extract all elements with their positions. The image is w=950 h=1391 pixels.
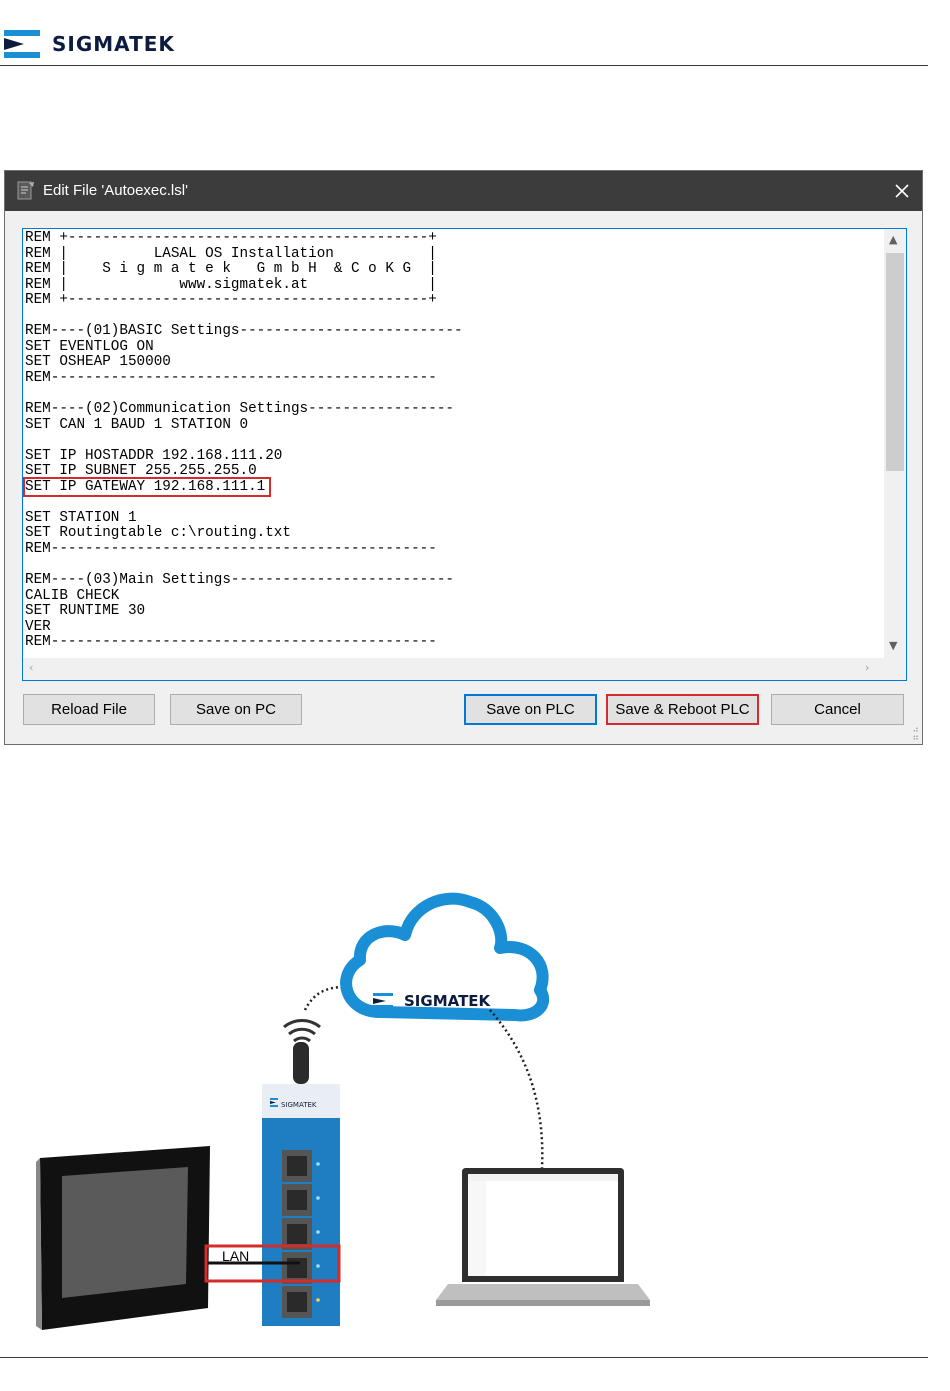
reload-file-button[interactable]: Reload File bbox=[23, 694, 155, 725]
laptop-icon bbox=[436, 1168, 650, 1306]
code-line-text: SET RUNTIME 30 bbox=[25, 603, 146, 620]
code-line[interactable]: REM----(01)BASIC Settings---------------… bbox=[25, 324, 463, 340]
code-line-text: REM-------------------------------------… bbox=[25, 540, 437, 557]
code-line-text: REM----(01)BASIC Settings---------------… bbox=[25, 323, 463, 340]
panel-pc-icon bbox=[36, 1146, 210, 1330]
laptop-link bbox=[489, 1009, 544, 1169]
scroll-left-icon[interactable]: ‹ bbox=[29, 661, 34, 674]
sigmatek-mark-icon bbox=[4, 30, 40, 58]
code-line-text: REM | S i g m a t e k G m b H & C o K G … bbox=[25, 261, 437, 278]
code-line[interactable] bbox=[25, 557, 463, 573]
close-button[interactable] bbox=[882, 171, 922, 211]
cloud-icon bbox=[340, 892, 550, 1022]
dialog-title: Edit File 'Autoexec.lsl' bbox=[43, 182, 188, 199]
code-line-text: VER bbox=[25, 618, 51, 635]
save-and-reboot-plc-button[interactable]: Save & Reboot PLC bbox=[606, 694, 759, 725]
resize-grip-icon[interactable]: ⠴⠶ bbox=[912, 724, 919, 742]
highlighted-gateway-line: SET IP GATEWAY 192.168.111.1 bbox=[23, 476, 272, 497]
code-line-text: REM----(03)Main Settings----------------… bbox=[25, 572, 454, 589]
brand-name: SIGMATEK bbox=[52, 32, 175, 56]
vertical-scrollbar[interactable]: ▲ ▼ bbox=[884, 229, 906, 659]
scroll-down-icon[interactable]: ▼ bbox=[889, 639, 898, 652]
code-line[interactable]: REM-------------------------------------… bbox=[25, 540, 463, 558]
code-line-text: SET IP HOSTADDR 192.168.111.20 bbox=[25, 447, 283, 464]
wireless-link bbox=[303, 985, 341, 1011]
code-line[interactable]: SET EVENTLOG ON bbox=[25, 338, 463, 356]
code-line[interactable]: REM +-----------------------------------… bbox=[25, 230, 463, 247]
code-line-text: REM-------------------------------------… bbox=[25, 369, 437, 386]
code-line-text: SET OSHEAP 150000 bbox=[25, 354, 171, 371]
code-line[interactable]: REM +-----------------------------------… bbox=[25, 292, 463, 309]
code-line[interactable]: SET Routingtable c:\routing.txt bbox=[25, 526, 463, 542]
code-line[interactable]: REM | S i g m a t e k G m b H & C o K G … bbox=[25, 261, 463, 278]
code-line-text: CALIB CHECK bbox=[25, 587, 120, 604]
code-line[interactable]: SET CAN 1 BAUD 1 STATION 0 bbox=[25, 416, 463, 434]
footer-divider bbox=[0, 1357, 928, 1358]
code-line[interactable]: REM | LASAL OS Installation | bbox=[25, 245, 463, 263]
code-line-text: SET EVENTLOG ON bbox=[25, 338, 154, 355]
code-line[interactable]: VER bbox=[25, 618, 463, 636]
vertical-scroll-thumb[interactable] bbox=[886, 253, 904, 471]
code-line-text: REM +-----------------------------------… bbox=[25, 292, 437, 309]
document-edit-icon bbox=[17, 181, 35, 206]
network-diagram: SIGMATEK SIGMATEK bbox=[36, 892, 650, 1330]
antenna-icon bbox=[293, 1042, 309, 1084]
lan-highlight-box bbox=[204, 1244, 341, 1283]
network-illustration: SIGMATEK SIGMATEK bbox=[0, 880, 950, 1350]
code-line-text: REM-------------------------------------… bbox=[25, 634, 437, 651]
save-on-plc-button[interactable]: Save on PLC bbox=[464, 694, 597, 725]
code-line[interactable]: SET IP SUBNET 255.255.255.0 bbox=[25, 463, 463, 480]
close-icon bbox=[895, 184, 909, 198]
code-line[interactable]: SET IP GATEWAY 192.168.111.1 bbox=[23, 476, 463, 497]
code-line-text: SET IP SUBNET 255.255.255.0 bbox=[25, 463, 257, 480]
code-line[interactable]: SET STATION 1 bbox=[25, 509, 463, 527]
scroll-up-icon[interactable]: ▲ bbox=[889, 233, 898, 246]
code-line-text: SET STATION 1 bbox=[25, 509, 137, 526]
gateway-device-icon: SIGMATEK bbox=[262, 1084, 340, 1326]
code-line[interactable]: REM----(03)Main Settings----------------… bbox=[25, 572, 463, 589]
header-divider bbox=[0, 65, 928, 66]
code-line[interactable] bbox=[25, 386, 463, 402]
cancel-button[interactable]: Cancel bbox=[771, 694, 904, 725]
code-line[interactable]: CALIB CHECK bbox=[25, 587, 463, 605]
code-line[interactable]: SET IP HOSTADDR 192.168.111.20 bbox=[25, 447, 463, 465]
file-editor-textarea[interactable]: REM +-----------------------------------… bbox=[22, 228, 907, 681]
code-line-text: SET CAN 1 BAUD 1 STATION 0 bbox=[25, 416, 249, 433]
code-line[interactable]: REM-------------------------------------… bbox=[25, 369, 463, 387]
code-line[interactable]: REM | www.sigmatek.at | bbox=[25, 276, 463, 294]
code-content[interactable]: REM +-----------------------------------… bbox=[23, 230, 463, 651]
page-header: SIGMATEK bbox=[0, 0, 950, 66]
save-on-pc-button[interactable]: Save on PC bbox=[170, 694, 302, 725]
scrollbar-corner bbox=[884, 658, 906, 680]
code-line-text: REM----(02)Communication Settings-------… bbox=[25, 401, 454, 418]
code-line[interactable] bbox=[25, 309, 463, 325]
dialog-titlebar[interactable]: Edit File 'Autoexec.lsl' bbox=[5, 171, 922, 211]
code-line-text: SET Routingtable c:\routing.txt bbox=[25, 525, 291, 542]
code-line[interactable]: SET OSHEAP 150000 bbox=[25, 355, 463, 371]
gateway-brand-label: SIGMATEK bbox=[281, 1101, 317, 1109]
code-line[interactable] bbox=[25, 433, 463, 449]
code-line[interactable]: REM----(02)Communication Settings-------… bbox=[25, 401, 463, 418]
scroll-right-icon[interactable]: › bbox=[865, 661, 870, 674]
code-line-text: REM +-----------------------------------… bbox=[25, 230, 437, 246]
code-line-text: REM | LASAL OS Installation | bbox=[25, 245, 437, 262]
code-line[interactable]: REM-------------------------------------… bbox=[25, 634, 463, 651]
edit-file-dialog: Edit File 'Autoexec.lsl' REM +----------… bbox=[4, 170, 923, 745]
horizontal-scrollbar[interactable]: ‹ › bbox=[23, 658, 906, 680]
lan-label: LAN bbox=[222, 1248, 250, 1264]
cloud-brand-label: SIGMATEK bbox=[404, 992, 492, 1010]
code-line[interactable]: SET RUNTIME 30 bbox=[25, 603, 463, 620]
code-line-text: REM | www.sigmatek.at | bbox=[25, 276, 437, 293]
code-line[interactable] bbox=[25, 495, 463, 511]
sigmatek-logo: SIGMATEK bbox=[4, 30, 175, 58]
